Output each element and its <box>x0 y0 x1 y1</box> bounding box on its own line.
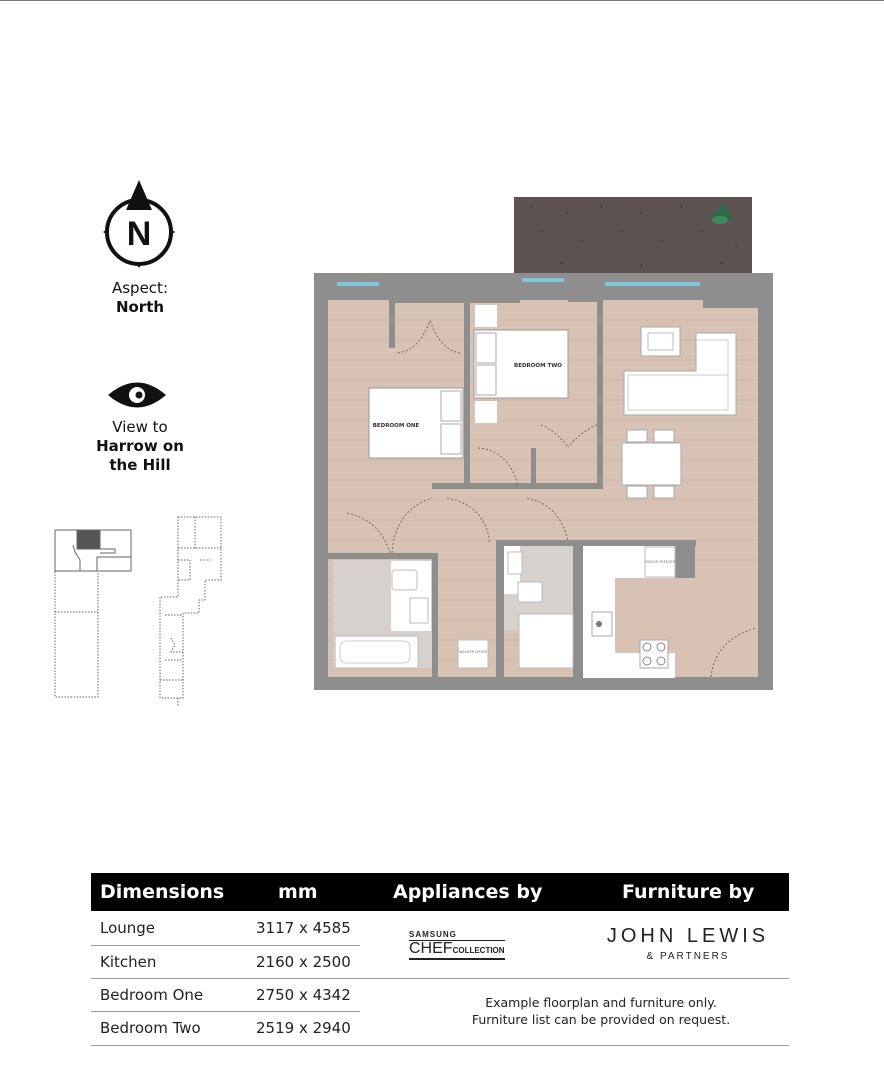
sofa <box>623 332 737 416</box>
header-mm: mm <box>278 881 318 903</box>
view-value-line1: Harrow on <box>96 437 184 455</box>
note-line-2: Furniture list can be provided on reques… <box>471 1012 731 1027</box>
aspect-value: North <box>115 298 165 316</box>
room-size: 2160 x 2500 <box>256 953 351 971</box>
samsung-chef-collection-logo: SAMSUNG CHEFCOLLECTION <box>409 930 505 960</box>
dining-table <box>621 442 682 486</box>
table-row: Bedroom Two 2519 x 2940 <box>91 1011 360 1044</box>
table-row: Bedroom One 2750 x 4342 <box>91 978 360 1011</box>
header-furniture: Furniture by <box>622 881 755 903</box>
row-divider <box>91 1011 360 1012</box>
balcony <box>514 197 752 282</box>
washer-dryer <box>457 639 489 669</box>
aspect-label: Aspect: <box>111 279 168 297</box>
room-size: 2519 x 2940 <box>256 1019 351 1037</box>
dimensions-table: Dimensions mm Appliances by Furniture by… <box>91 873 789 1046</box>
john-lewis-logo: JOHN LEWIS & PARTNERS <box>606 925 770 962</box>
room-size: 3117 x 4585 <box>256 919 351 937</box>
room-size: 2750 x 4342 <box>256 986 351 1004</box>
washer-label: WASHER DRYER <box>459 650 488 654</box>
table-header: Dimensions mm Appliances by Furniture by <box>91 873 789 911</box>
table-row: Kitchen 2160 x 2500 <box>91 945 360 978</box>
hob <box>639 639 669 669</box>
fridge-freezer <box>644 546 676 578</box>
bedroom-one-label: BEDROOM ONE <box>373 423 420 429</box>
view-label: View to <box>112 418 168 436</box>
header-dimensions: Dimensions <box>100 881 225 903</box>
view-value-line2: the Hill <box>109 456 171 474</box>
toilet <box>391 569 418 591</box>
top-divider <box>0 0 884 1</box>
view-block: View to Harrow on the Hill <box>60 418 220 475</box>
room-name: Lounge <box>100 919 156 937</box>
sink <box>409 597 429 624</box>
shower <box>518 613 574 669</box>
room-name: Kitchen <box>100 953 157 971</box>
fridge-label: FRIDGE FREEZER <box>645 560 676 564</box>
bedroom-two-label: BEDROOM TWO <box>514 363 562 369</box>
note-line-1: Example floorplan and furniture only. <box>485 995 717 1010</box>
row-divider <box>91 945 360 946</box>
disclaimer-note: Example floorplan and furniture only. Fu… <box>411 994 791 1028</box>
plant-icon <box>712 204 732 224</box>
table-row: Lounge 3117 x 4585 <box>91 911 360 944</box>
rug <box>640 326 681 357</box>
header-appliances: Appliances by <box>393 881 543 903</box>
row-divider <box>91 1045 789 1046</box>
aspect-block: Aspect: North <box>60 279 220 317</box>
row-divider <box>91 978 789 979</box>
room-name: Bedroom One <box>100 986 204 1004</box>
room-name: Bedroom Two <box>100 1019 201 1037</box>
